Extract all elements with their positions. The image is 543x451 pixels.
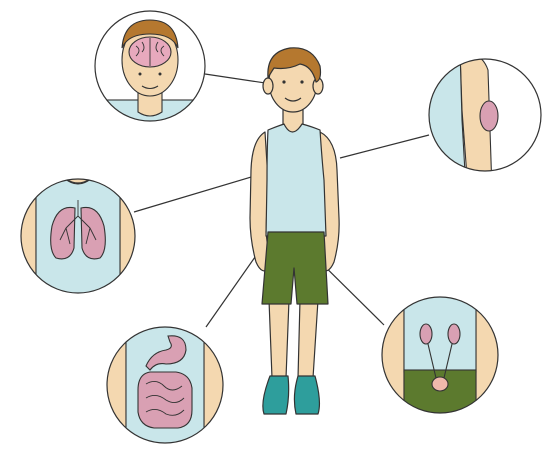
callout-brain bbox=[95, 11, 205, 140]
right-shoe bbox=[294, 376, 319, 414]
right-leg bbox=[298, 300, 318, 378]
left-leg bbox=[269, 300, 289, 378]
muscle-icon bbox=[480, 101, 498, 131]
callout-urinary bbox=[380, 292, 500, 420]
left-ear bbox=[263, 78, 273, 94]
shirt bbox=[266, 124, 326, 236]
left-shoe bbox=[263, 376, 289, 414]
shorts bbox=[262, 232, 328, 304]
callout-arm-muscle bbox=[428, 50, 541, 192]
connector-brain bbox=[205, 74, 272, 84]
callout-lungs bbox=[20, 170, 136, 300]
callout-digestive bbox=[105, 320, 225, 450]
connector-arm bbox=[340, 135, 429, 158]
boy-figure bbox=[250, 48, 339, 414]
brain-icon bbox=[129, 37, 171, 67]
